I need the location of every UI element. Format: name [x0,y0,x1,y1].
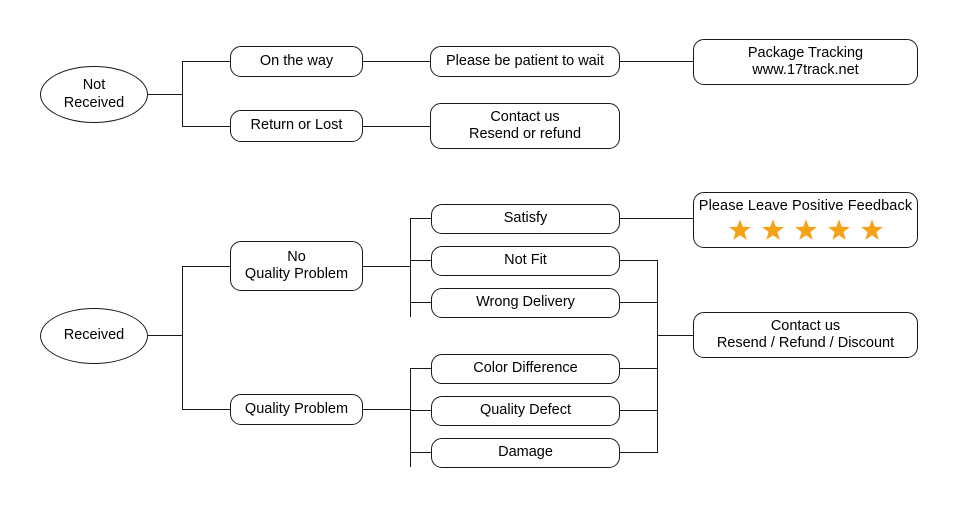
node-wrong-delivery-label: Wrong Delivery [476,294,575,311]
connector-outcome-bus [657,260,659,453]
node-return-or-lost[interactable]: Return or Lost [230,110,363,142]
node-received-label: Received [63,327,125,344]
connector-nqp-bus [410,218,412,317]
node-quality-defect[interactable]: Quality Defect [431,396,620,426]
connector-nqp-stem [363,266,411,268]
node-quality-defect-label: Quality Defect [479,402,572,419]
connector-not-received-stem [148,94,183,96]
node-contact-resend-refund-discount[interactable]: Contact us Resend / Refund / Discount [693,312,918,358]
node-color-difference[interactable]: Color Difference [431,354,620,384]
connector-qp-to-color-difference [410,368,432,370]
connector-received-bus [182,266,184,410]
connector-nqp-to-satisfy [410,218,432,220]
star-icon[interactable] [827,218,851,242]
connector-wait-to-tracking [620,61,694,63]
node-package-tracking-label: Package Tracking www.17track.net [747,44,864,78]
node-not-received-label: Not Received [63,77,125,111]
node-not-fit-label: Not Fit [504,252,547,269]
node-not-fit[interactable]: Not Fit [431,246,620,276]
star-icon[interactable] [860,218,884,242]
connector-nqp-to-not-fit [410,260,432,262]
connector-received-to-no-quality-problem [182,266,231,268]
node-on-the-way-label: On the way [259,52,334,69]
connector-return-to-contact [363,126,431,128]
feedback-content: Please Leave Positive Feedback [694,198,917,241]
connector-received-to-quality-problem [182,409,231,411]
node-satisfy-label: Satisfy [503,210,548,227]
node-please-be-patient[interactable]: Please be patient to wait [430,46,620,77]
node-received[interactable]: Received [40,308,148,364]
connector-quality-defect-to-bus [620,410,658,412]
connector-damage-to-bus [620,452,658,454]
node-contact-resend-refund-discount-label: Contact us Resend / Refund / Discount [716,317,895,351]
connector-received-stem [148,335,183,337]
connector-wrong-delivery-to-bus [620,302,658,304]
connector-qp-to-quality-defect [410,410,432,412]
connector-color-difference-to-bus [620,368,658,370]
node-not-received[interactable]: Not Received [40,66,148,123]
connector-not-fit-to-bus [620,260,658,262]
node-contact-resend-refund[interactable]: Contact us Resend or refund [430,103,620,149]
node-satisfy[interactable]: Satisfy [431,204,620,234]
connector-qp-bus [410,368,412,467]
connector-nqp-to-wrong-delivery [410,302,432,304]
node-positive-feedback[interactable]: Please Leave Positive Feedback [693,192,918,248]
node-wrong-delivery[interactable]: Wrong Delivery [431,288,620,318]
node-color-difference-label: Color Difference [473,360,578,377]
connector-qp-stem [363,409,411,411]
node-return-or-lost-label: Return or Lost [250,117,343,134]
node-please-be-patient-label: Please be patient to wait [446,52,604,69]
connector-bus-to-contact [657,335,694,337]
star-icon[interactable] [728,218,752,242]
star-rating[interactable] [728,218,884,242]
connector-not-received-bus [182,61,184,127]
node-contact-resend-refund-label: Contact us Resend or refund [468,108,582,142]
connector-not-received-to-on-the-way [182,61,231,63]
connector-qp-to-damage [410,452,432,454]
connector-on-the-way-to-wait [363,61,431,63]
connector-satisfy-to-feedback [620,218,694,220]
node-quality-problem-label: Quality Problem [244,400,349,417]
node-package-tracking[interactable]: Package Tracking www.17track.net [693,39,918,85]
node-damage-label: Damage [498,444,553,461]
node-on-the-way[interactable]: On the way [230,46,363,77]
feedback-title: Please Leave Positive Feedback [698,198,913,215]
node-no-quality-problem-label: No Quality Problem [244,248,349,282]
connector-not-received-to-return-or-lost [182,126,231,128]
star-icon[interactable] [761,218,785,242]
node-damage[interactable]: Damage [431,438,620,468]
node-quality-problem[interactable]: Quality Problem [230,394,363,425]
star-icon[interactable] [794,218,818,242]
node-no-quality-problem[interactable]: No Quality Problem [230,241,363,291]
